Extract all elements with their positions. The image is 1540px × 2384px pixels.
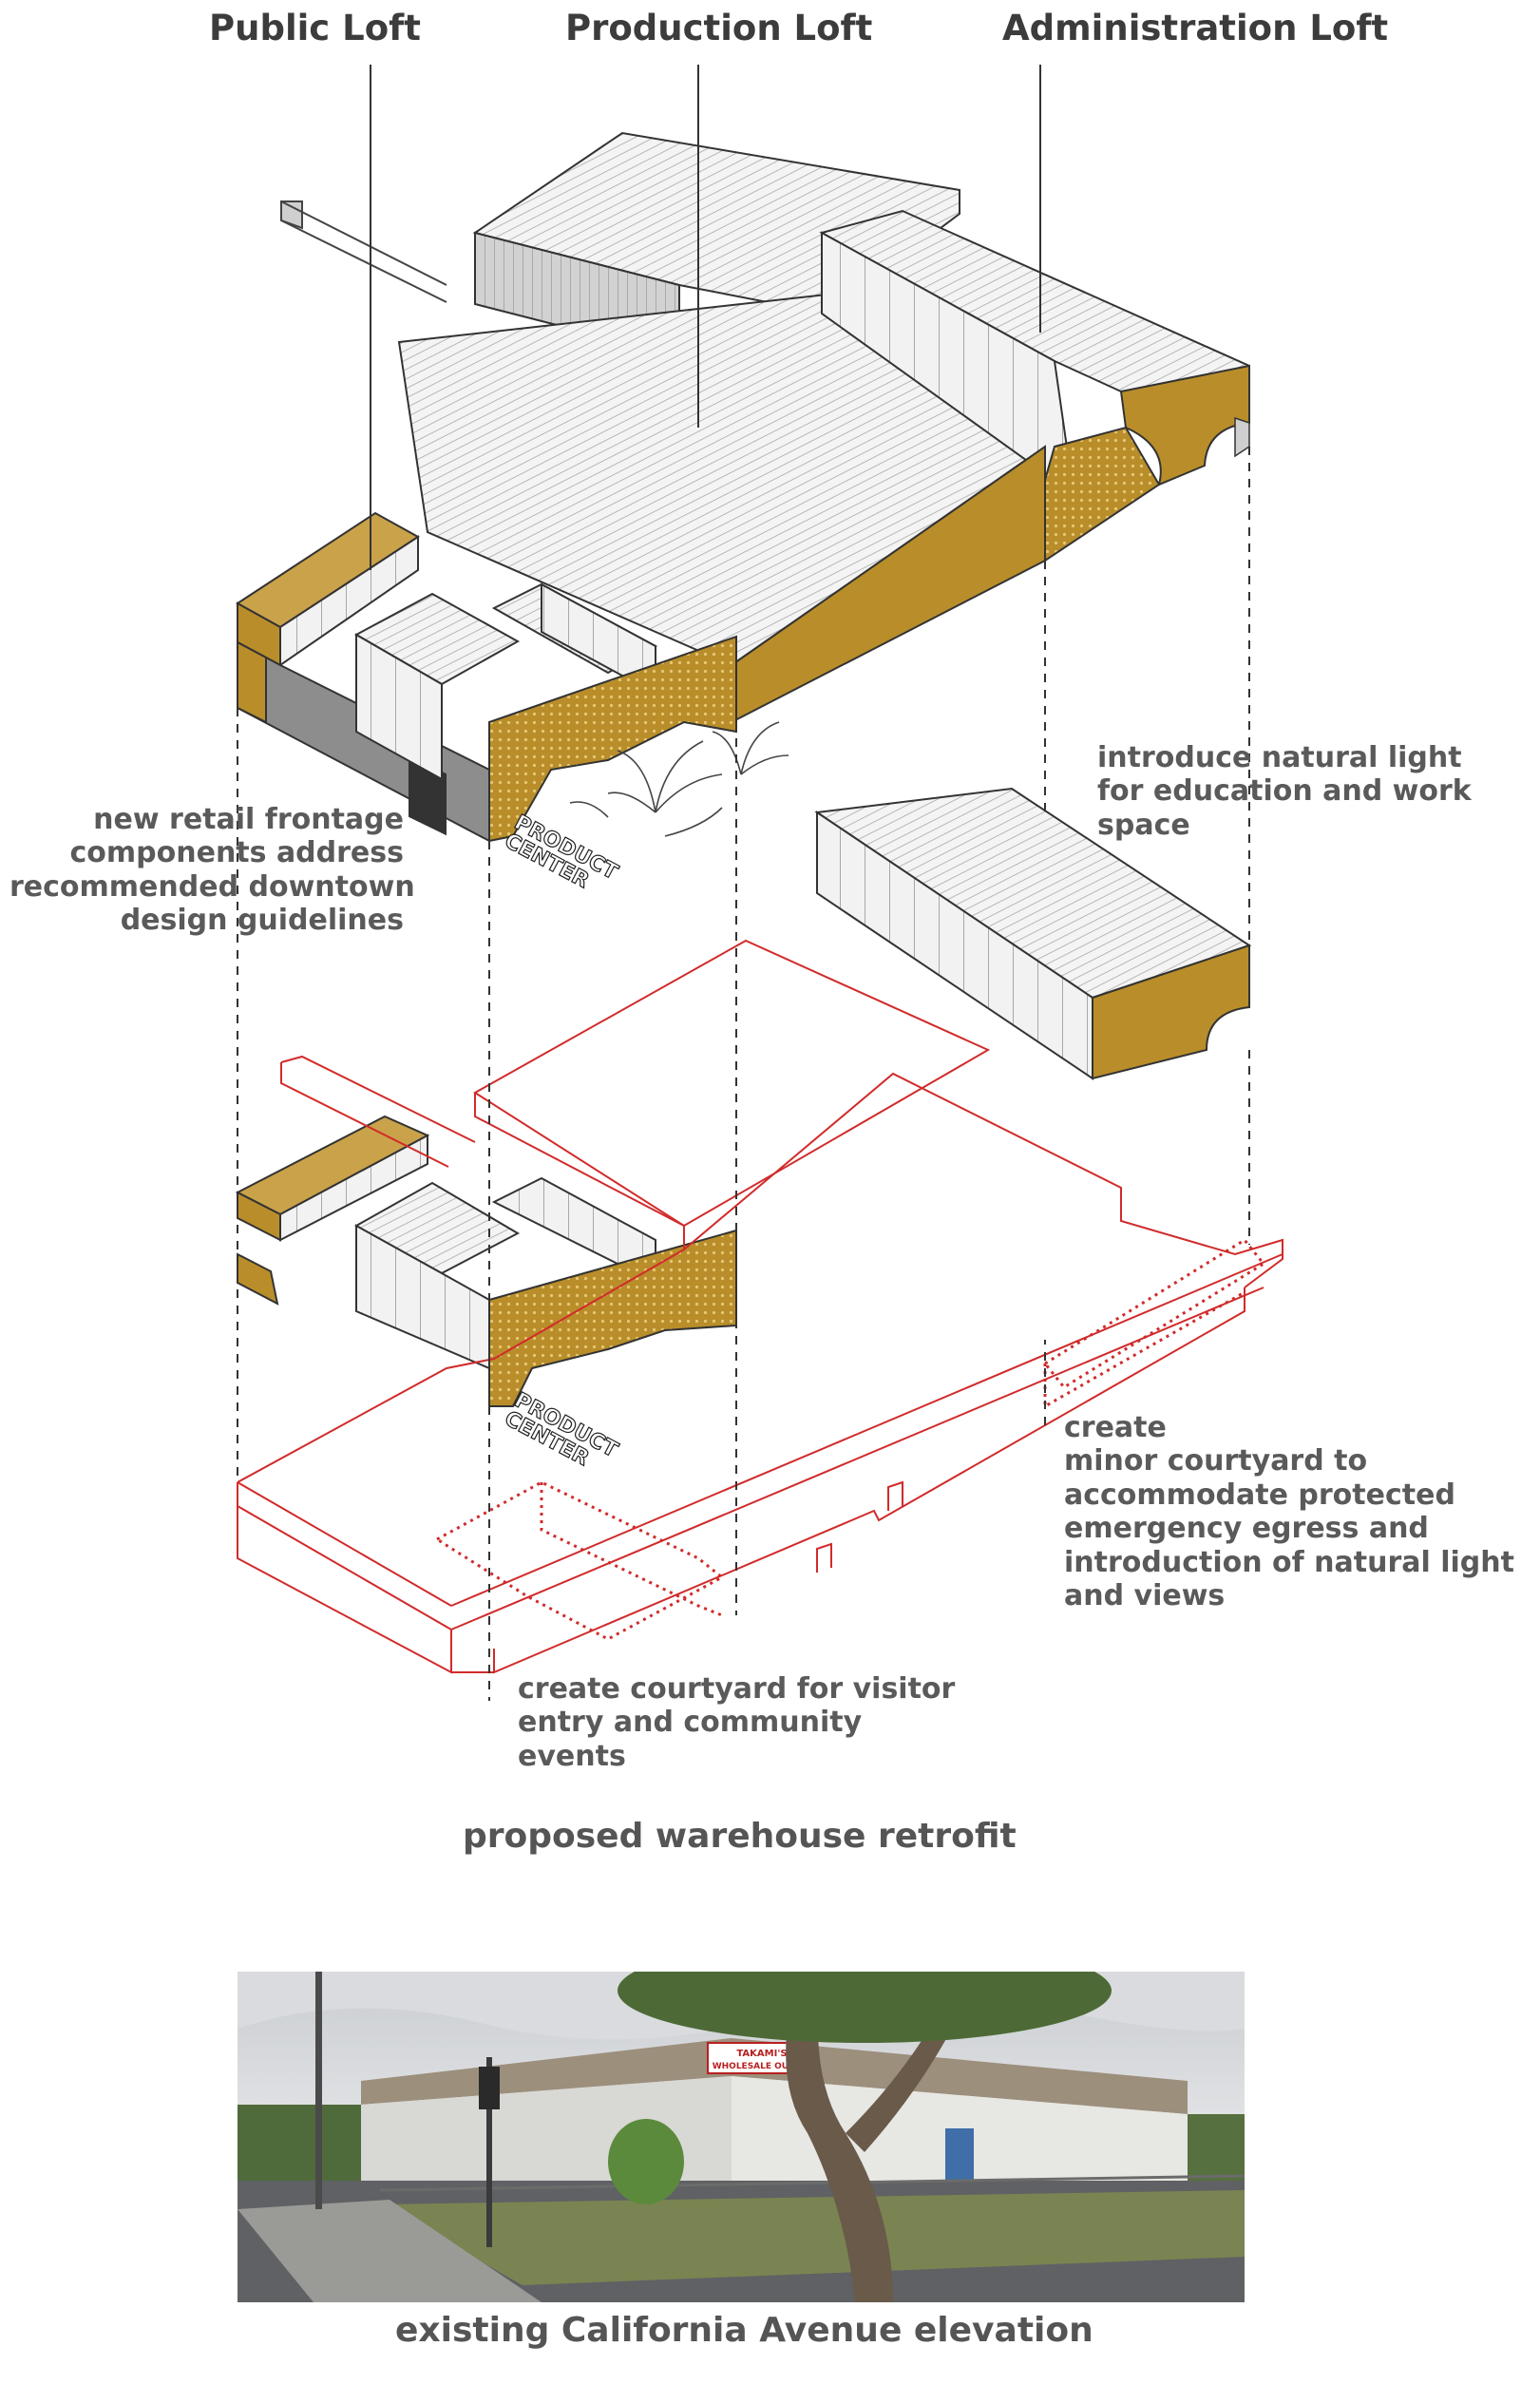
visitor-courtyard-cutout: [434, 1480, 725, 1641]
rear-annex-wall: [280, 200, 303, 230]
assembled-building: PRODUCT CENTER: [236, 131, 1250, 894]
photo-traffic-light: [479, 2067, 500, 2109]
photo-store-sign-line-2: WHOLESALE OUTLET: [713, 2062, 812, 2071]
retail-frontage-line: design guidelines: [120, 904, 404, 938]
minor-courtyard-cutout-depth: [1043, 1290, 1245, 1409]
proposed-caption: proposed warehouse retrofit: [463, 1817, 1017, 1856]
entry-pavilion-glazing: [355, 633, 443, 781]
rear-annex-edge-2: [280, 219, 447, 303]
photo-blue-door: [945, 2128, 974, 2181]
minor-courtyard-line: introduction of natural light: [1064, 1545, 1514, 1579]
visitor-courtyard-cutout-depth: [540, 1482, 723, 1617]
retail-frontage-line: recommended downtown: [10, 869, 415, 904]
minor-courtyard-line: minor courtyard to: [1064, 1444, 1368, 1478]
outline-upper-roof: [473, 939, 991, 1228]
natural-light-note: introduce natural light for education an…: [1097, 741, 1472, 842]
public-loft-glazing: [279, 535, 419, 667]
public-component-glazing: [279, 1134, 428, 1242]
admin-component-gold-end: [1092, 944, 1250, 1080]
existing-caption: existing California Avenue elevation: [395, 2311, 1093, 2350]
rear-annex-edge: [280, 200, 447, 286]
outline-notch: [816, 1542, 832, 1573]
visitor-courtyard-line: create courtyard for visitor: [518, 1672, 956, 1706]
visitor-courtyard-note: create courtyard for visitor entry and c…: [518, 1672, 955, 1773]
existing-warehouse-outline: [237, 939, 1283, 1674]
production-loft-title: Production Loft: [565, 8, 873, 48]
photo-traffic-pole: [486, 2057, 492, 2247]
photo-grass-verge: [380, 2190, 1245, 2285]
outline-long-wall-bottom: [450, 1287, 1264, 1631]
photo-store-sign-line-1: TAKAMI'S: [736, 2049, 787, 2059]
photo-fence: [379, 2174, 1245, 2192]
administration-loft-end-sliver: [1234, 416, 1250, 458]
natural-light-line: for education and work: [1097, 774, 1472, 809]
photo-utility-pole: [315, 1972, 322, 2209]
outline-rear-annex-top: [280, 1055, 476, 1143]
courtyard-cutouts: [434, 1238, 1266, 1641]
minor-courtyard-line: and views: [1064, 1578, 1226, 1612]
minor-courtyard-note: create minor courtyard to accommodate pr…: [1064, 1411, 1514, 1612]
outline-main-roof: [237, 1072, 1283, 1483]
outline-notch-2: [887, 1480, 903, 1511]
outline-front-edge-top: [237, 1481, 452, 1607]
retail-frontage-note: new retail frontage components address r…: [10, 803, 415, 938]
alignment-lines: [237, 447, 1250, 1701]
minor-courtyard-line: emergency egress and: [1064, 1512, 1429, 1546]
minor-courtyard-line: accommodate protected: [1064, 1478, 1455, 1512]
entry-pavilion-component: PRODUCT CENTER: [353, 1176, 737, 1472]
outline-long-wall-top: [450, 1253, 1283, 1607]
outline-long-wall-base: [493, 1287, 1245, 1674]
administration-loft-perforated-screen: [1034, 426, 1161, 563]
natural-light-line: introduce natural light: [1097, 741, 1462, 774]
existing-elevation-photo: TAKAMI'S WHOLESALE OUTLET: [238, 1972, 1245, 2302]
natural-light-line: space: [1097, 808, 1190, 842]
photo-sidewalk: [238, 2200, 542, 2302]
product-center-sign-component: PRODUCT CENTER: [500, 1388, 621, 1472]
outline-rear-annex: [280, 1062, 449, 1168]
outline-front-wall: [237, 1482, 452, 1674]
public-loft-component: [235, 1115, 430, 1306]
photo-warehouse-roof: [361, 2038, 1188, 2114]
administration-loft-title: Administration Loft: [1002, 8, 1389, 48]
minor-courtyard-cutout: [1042, 1238, 1266, 1389]
entry-perforated-screen: [488, 635, 737, 843]
visitor-courtyard-line: events: [518, 1739, 626, 1773]
existing-elevation-illustration: TAKAMI'S WHOLESALE OUTLET: [238, 1972, 1245, 2302]
public-loft-title: Public Loft: [209, 8, 421, 48]
retail-frontage-line: new retail frontage: [93, 803, 404, 836]
outline-front-edge-bottom: [237, 1505, 452, 1631]
title-leader-lines: [370, 65, 1041, 570]
visitor-courtyard-line: entry and community: [518, 1706, 863, 1740]
courtyard-plants: [569, 721, 789, 837]
minor-courtyard-line: create: [1064, 1411, 1167, 1444]
retail-frontage-line: components address: [69, 836, 405, 870]
retail-corner-component: [237, 1252, 279, 1306]
product-center-sign: PRODUCT CENTER: [500, 811, 621, 894]
outline-right-end: [1244, 1240, 1283, 1288]
photo-tree-trunk: [786, 1972, 893, 2302]
photo-shrub: [608, 2119, 684, 2204]
retail-frontage-gold-corner: [237, 640, 267, 724]
outline-upper-wall: [474, 1093, 685, 1249]
administration-loft-component: [814, 787, 1252, 1080]
photo-tree-canopy: [618, 1972, 1112, 2043]
